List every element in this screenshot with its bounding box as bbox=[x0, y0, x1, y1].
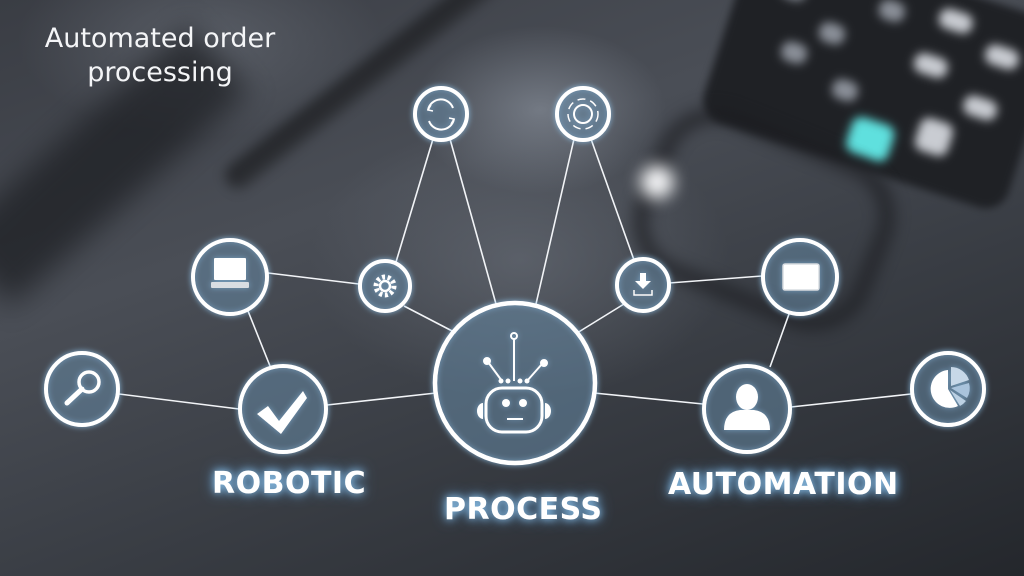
pie-node[interactable] bbox=[910, 351, 986, 427]
label-robotic: ROBOTIC bbox=[212, 466, 367, 501]
refresh-node[interactable] bbox=[413, 86, 469, 142]
download-icon bbox=[633, 273, 653, 296]
pie-chart-icon bbox=[930, 367, 970, 408]
light-reflection bbox=[640, 165, 674, 199]
robot-icon bbox=[477, 332, 551, 434]
connector-lines bbox=[118, 138, 912, 410]
robot-node[interactable] bbox=[432, 300, 598, 466]
refresh-icon bbox=[426, 98, 456, 131]
check-node[interactable] bbox=[238, 364, 328, 454]
tablet-icon bbox=[782, 263, 820, 291]
download-node[interactable] bbox=[615, 257, 671, 313]
target-icon bbox=[567, 98, 599, 130]
label-process: PROCESS bbox=[444, 492, 603, 527]
page-title: Automated order processing bbox=[0, 22, 320, 90]
title-line-1: Automated order bbox=[44, 23, 276, 54]
person-node[interactable] bbox=[702, 364, 792, 454]
tablet-node[interactable] bbox=[761, 238, 839, 316]
gear-node[interactable] bbox=[358, 259, 412, 313]
title-line-2: processing bbox=[87, 57, 233, 88]
magnifier-icon bbox=[64, 370, 101, 406]
checkmark-icon bbox=[257, 391, 307, 434]
laptop-node[interactable] bbox=[191, 238, 269, 316]
search-node[interactable] bbox=[44, 351, 120, 427]
laptop-icon bbox=[211, 258, 249, 288]
gear-icon bbox=[373, 274, 397, 298]
person-icon bbox=[724, 384, 770, 430]
label-automation: AUTOMATION bbox=[668, 467, 899, 502]
target-node[interactable] bbox=[555, 86, 611, 142]
